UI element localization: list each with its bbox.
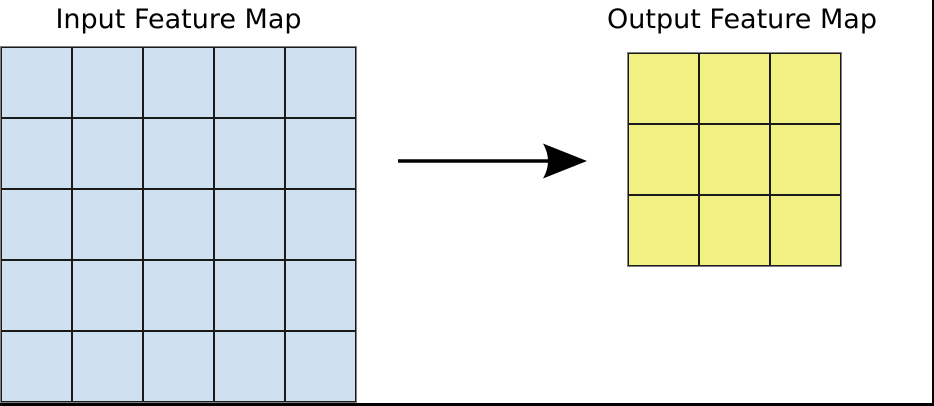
grid-cell — [770, 124, 841, 195]
grid-cell — [143, 331, 214, 402]
grid-cell — [72, 118, 143, 189]
grid-cell — [143, 47, 214, 118]
output-map-title: Output Feature Map — [607, 4, 877, 35]
grid-cell — [285, 118, 356, 189]
grid-cell — [285, 189, 356, 260]
grid-cell — [699, 53, 770, 124]
grid-cell — [214, 47, 285, 118]
grid-cell — [143, 260, 214, 331]
grid-cell — [1, 260, 72, 331]
grid-cell — [628, 124, 699, 195]
grid-cell — [770, 53, 841, 124]
grid-cell — [214, 189, 285, 260]
grid-cell — [285, 47, 356, 118]
grid-cell — [1, 118, 72, 189]
output-feature-map-grid — [627, 52, 842, 267]
grid-cell — [72, 260, 143, 331]
input-feature-map-grid — [0, 46, 357, 403]
grid-cell — [214, 260, 285, 331]
grid-cell — [285, 260, 356, 331]
grid-cell — [285, 331, 356, 402]
grid-cell — [699, 124, 770, 195]
grid-cell — [72, 189, 143, 260]
grid-cell — [770, 195, 841, 266]
grid-cell — [72, 47, 143, 118]
grid-cell — [1, 47, 72, 118]
grid-cell — [214, 118, 285, 189]
grid-cell — [1, 189, 72, 260]
input-map-title: Input Feature Map — [55, 4, 302, 35]
grid-cell — [72, 331, 143, 402]
grid-cell — [1, 331, 72, 402]
right-arrow-icon — [398, 143, 587, 179]
grid-cell — [143, 189, 214, 260]
grid-cell — [214, 331, 285, 402]
grid-cell — [628, 195, 699, 266]
grid-cell — [699, 195, 770, 266]
grid-cell — [143, 118, 214, 189]
grid-cell — [628, 53, 699, 124]
